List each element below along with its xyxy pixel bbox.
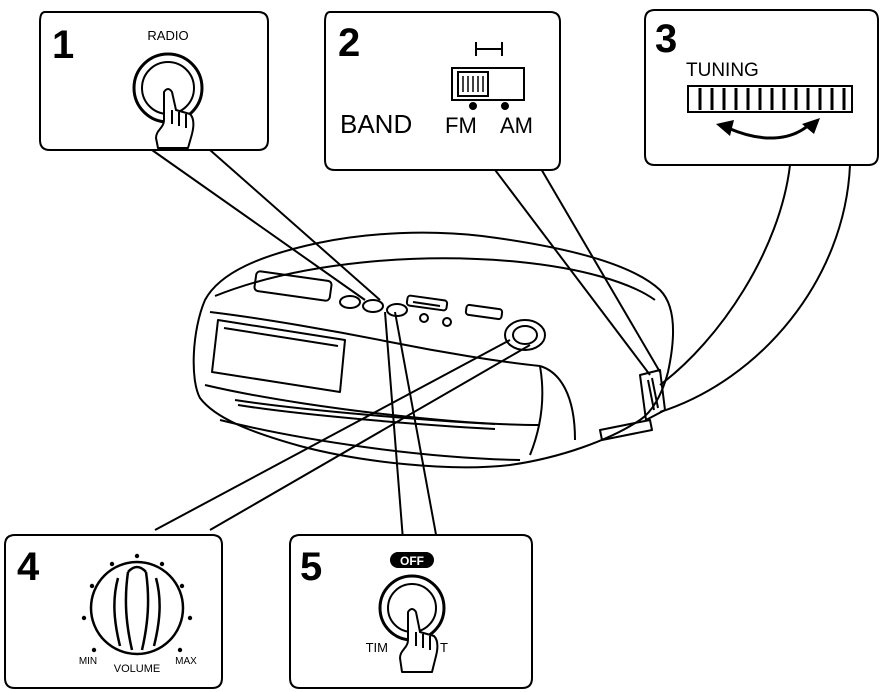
double-arrow-icon — [716, 118, 820, 140]
switch-travel-indicator — [475, 42, 503, 56]
panel-3-number: 3 — [655, 17, 677, 61]
pointing-hand-icon — [155, 88, 195, 149]
timer-label-left: TIM — [366, 640, 388, 655]
leader-1 — [151, 149, 366, 301]
leader-2 — [479, 149, 651, 376]
am-label: AM — [500, 113, 533, 138]
callout-leader-lines — [151, 149, 851, 541]
clock-radio-device — [192, 231, 674, 469]
panel-5-timer: 5 OFF TIM T — [289, 534, 533, 689]
tuning-label: TUNING — [686, 60, 759, 81]
leader-5 — [384, 311, 404, 541]
top-band-slider — [405, 294, 449, 312]
volume-min-label: MIN — [79, 656, 97, 667]
top-button-timer — [386, 303, 408, 317]
volume-max-label: MAX — [175, 656, 197, 667]
top-button-radio — [362, 299, 384, 313]
top-volume-knob — [504, 319, 546, 351]
band-label: BAND — [340, 109, 412, 139]
band-slide-switch-icon — [451, 67, 525, 110]
top-button-a — [339, 295, 361, 309]
panel-2-band: 2 BAND FM AM — [324, 11, 561, 171]
volume-scale-ticks — [81, 553, 193, 653]
panel-2-number: 2 — [338, 21, 360, 65]
speaker-slot — [234, 399, 496, 425]
off-badge — [390, 552, 434, 568]
device-right-curve — [539, 365, 576, 441]
leader-4 — [154, 339, 511, 531]
radio-label: RADIO — [147, 28, 188, 43]
panel-1-number: 1 — [52, 23, 74, 67]
timer-label-right: T — [440, 640, 448, 655]
fm-label: FM — [445, 113, 477, 138]
device-front-face — [209, 311, 541, 367]
panel-1-radio: 1 RADIO — [39, 11, 269, 151]
panel-4-number: 4 — [17, 545, 40, 589]
off-label: OFF — [400, 554, 424, 568]
volume-knob-icon — [89, 560, 185, 656]
clock-display-window — [211, 319, 346, 393]
panel-5-number: 5 — [300, 545, 322, 589]
leader-3 — [659, 164, 791, 386]
tuning-dial-icon — [687, 85, 853, 113]
device-front-lower — [204, 384, 541, 426]
top-display-bar — [253, 270, 333, 302]
panel-3-tuning: 3 TUNING — [644, 9, 879, 166]
panel-4-volume: 4 MIN VOLUME MAX — [4, 534, 223, 689]
volume-label: VOLUME — [114, 663, 160, 675]
timer-pointing-hand-icon — [399, 608, 439, 673]
